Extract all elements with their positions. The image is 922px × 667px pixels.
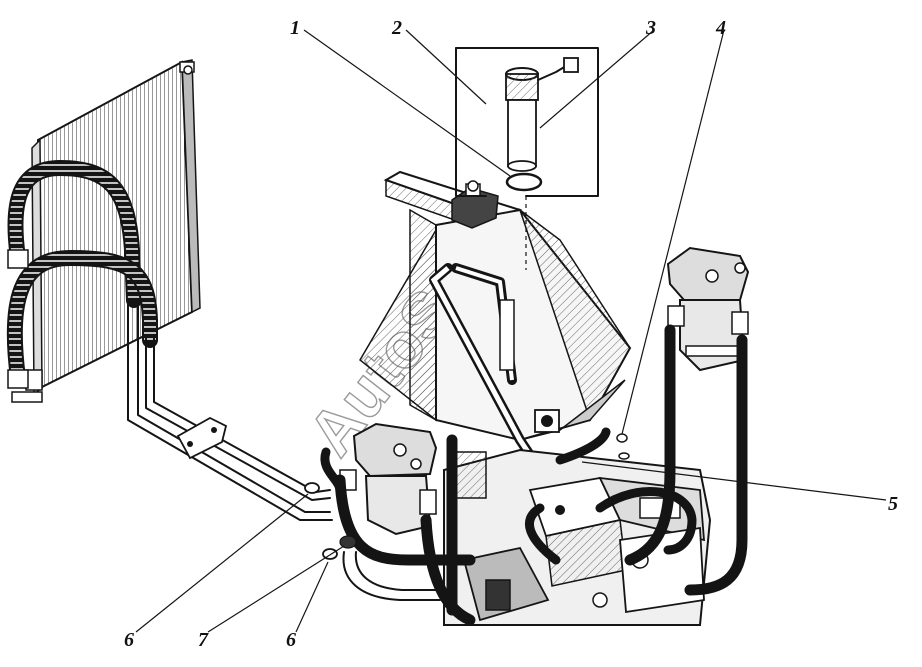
oil-cooler-radiator <box>11 59 201 403</box>
suction-pipe <box>342 551 441 601</box>
callout-1: 1 <box>290 17 300 39</box>
sealing-rings <box>304 433 630 560</box>
callout-7: 7 <box>198 629 209 651</box>
pressure-hoses <box>320 324 748 626</box>
steel-pipes <box>127 299 333 521</box>
breather-filter-inset <box>455 47 599 270</box>
callout-5: 5 <box>888 493 898 515</box>
corrugated-hoses <box>6 160 158 389</box>
callout-4: 4 <box>715 17 726 39</box>
callout-3: 3 <box>645 17 656 39</box>
leader-lines <box>135 29 887 633</box>
callout-2: 2 <box>391 17 402 39</box>
callout-6-right: 6 <box>286 629 296 651</box>
right-oil-filter <box>666 246 750 372</box>
callout-6-left: 6 <box>124 629 134 651</box>
